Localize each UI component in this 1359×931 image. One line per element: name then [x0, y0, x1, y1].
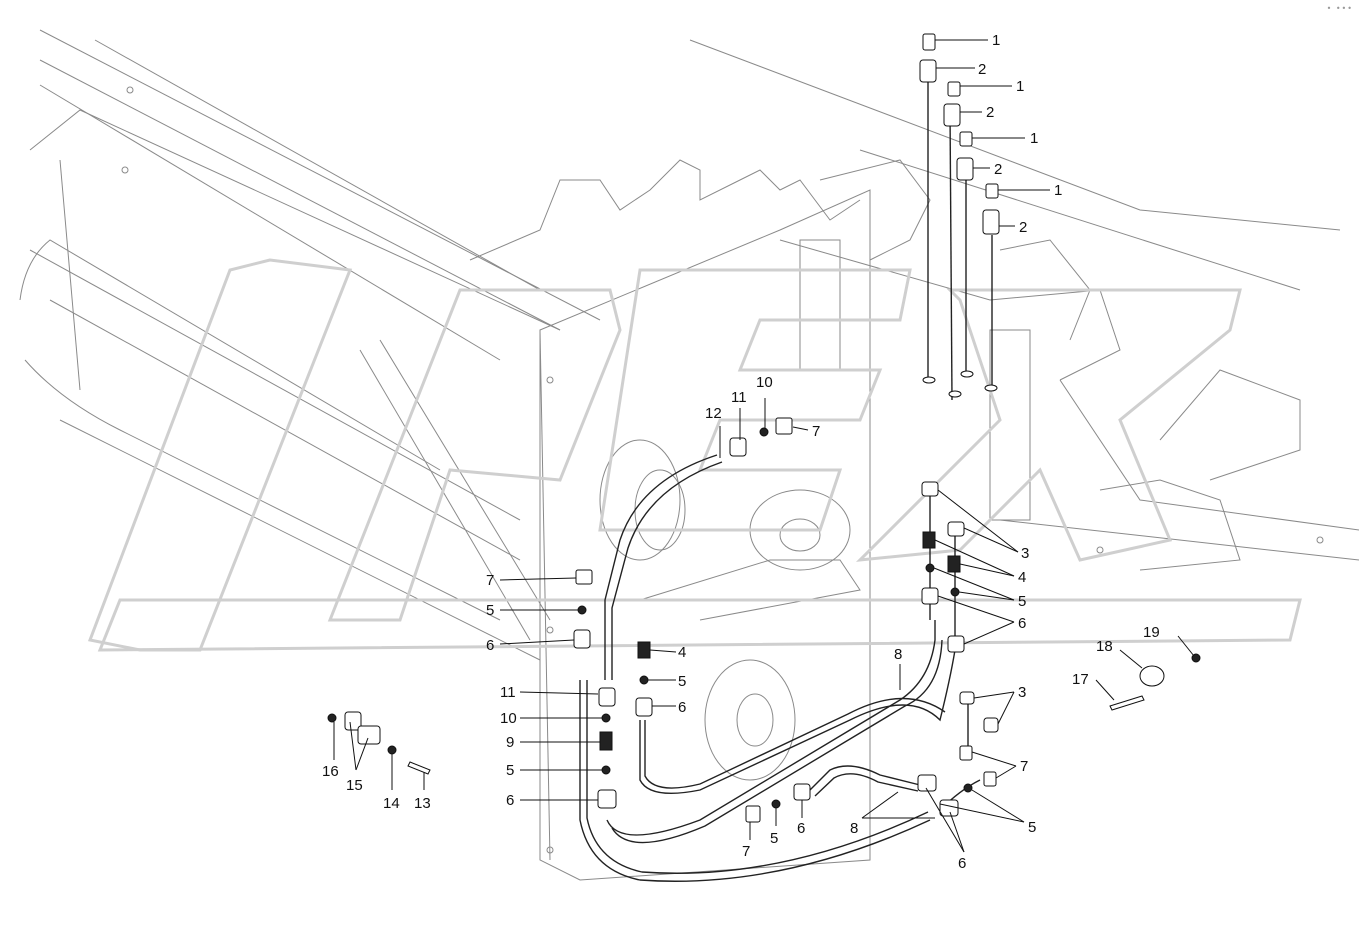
callout-1c: 1 — [1030, 130, 1038, 147]
fittings — [327, 33, 1201, 823]
callout-4a: 4 — [1018, 569, 1026, 586]
callout-4b: 4 — [678, 644, 686, 661]
hydraulic-lines — [579, 454, 981, 882]
callout-9: 9 — [506, 734, 514, 751]
callout-17: 17 — [1072, 671, 1089, 688]
callout-3a: 3 — [1021, 545, 1029, 562]
callout-5b: 5 — [486, 602, 494, 619]
callout-6b: 6 — [486, 637, 494, 654]
callout-7b: 7 — [486, 572, 494, 589]
callout-1a: 1 — [992, 32, 1000, 49]
callout-7a: 7 — [812, 423, 820, 440]
callout-12: 12 — [705, 405, 722, 422]
watermark-logo — [87, 258, 1302, 652]
callout-6e: 6 — [797, 820, 805, 837]
callout-labels: 1 2 1 2 1 2 1 2 12 11 10 7 3 4 5 6 7 5 6… — [322, 32, 1160, 872]
callout-6c: 6 — [678, 699, 686, 716]
callout-7c: 7 — [1020, 758, 1028, 775]
callout-10b: 10 — [500, 710, 517, 727]
callout-7d: 7 — [742, 843, 750, 860]
callout-2a: 2 — [978, 61, 986, 78]
callout-15: 15 — [346, 777, 363, 794]
callout-5e: 5 — [1028, 819, 1036, 836]
callout-2d: 2 — [1019, 219, 1027, 236]
callout-8a: 8 — [894, 646, 902, 663]
callout-13: 13 — [414, 795, 431, 812]
vertical-rods — [927, 80, 993, 760]
machine-frame-outline — [19, 29, 1359, 881]
callout-5c: 5 — [678, 673, 686, 690]
leader-lines — [333, 39, 1195, 853]
callout-5a: 5 — [1018, 593, 1026, 610]
callout-1b: 1 — [1016, 78, 1024, 95]
callout-6a: 6 — [1018, 615, 1026, 632]
callout-16: 16 — [322, 763, 339, 780]
corner-mark: • ••• — [1326, 4, 1353, 13]
callout-3b: 3 — [1018, 684, 1026, 701]
callout-6f: 6 — [958, 855, 966, 872]
callout-6d: 6 — [506, 792, 514, 809]
callout-8b: 8 — [850, 820, 858, 837]
callout-1d: 1 — [1054, 182, 1062, 199]
callout-19: 19 — [1143, 624, 1160, 641]
callout-5f: 5 — [770, 830, 778, 847]
callout-2b: 2 — [986, 104, 994, 121]
callout-11a: 11 — [731, 389, 747, 406]
callout-10a: 10 — [756, 374, 773, 391]
callout-2c: 2 — [994, 161, 1002, 178]
callout-18: 18 — [1096, 638, 1113, 655]
callout-14: 14 — [383, 795, 400, 812]
callout-11b: 11 — [500, 684, 516, 701]
callout-5d: 5 — [506, 762, 514, 779]
